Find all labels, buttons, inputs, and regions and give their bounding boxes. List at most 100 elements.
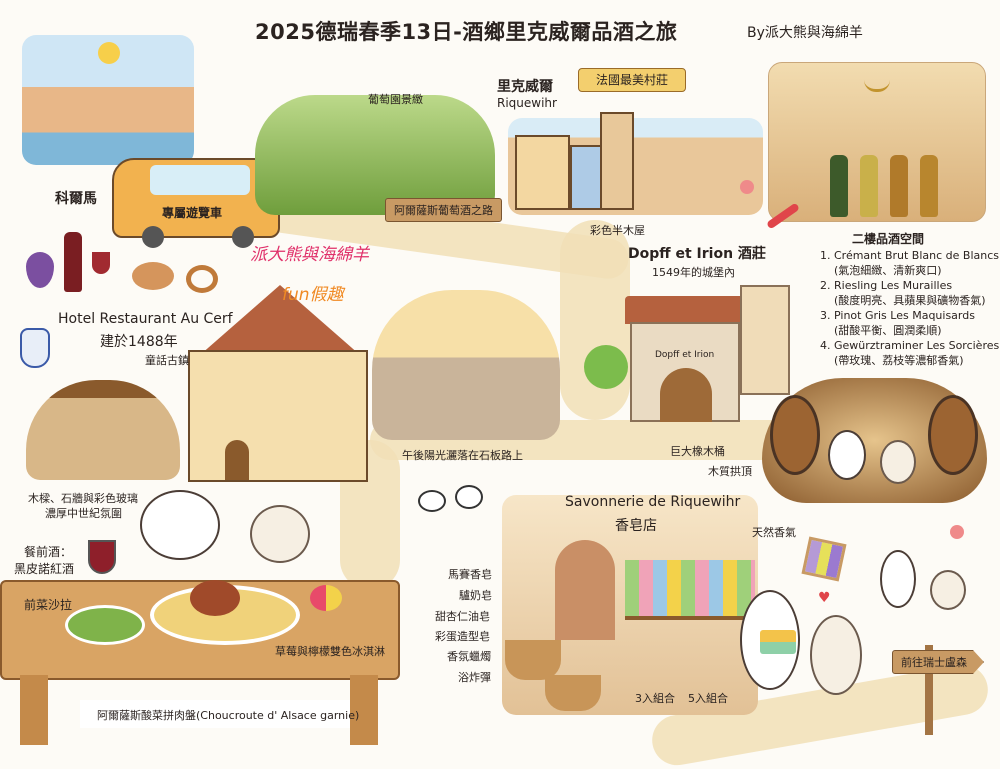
shop-archway — [555, 540, 615, 640]
wine-bottle-icon — [860, 155, 878, 217]
riquewihr-name-fr: Riquewihr — [497, 96, 557, 110]
hotel-name: Hotel Restaurant Au Cerf — [58, 311, 233, 327]
stork-icon — [455, 485, 483, 509]
most-beautiful-village-ribbon: 法國最美村莊 — [578, 68, 686, 92]
signpost-pole — [925, 645, 933, 735]
dopff-door — [660, 368, 712, 422]
fairy-town-label: 童話古鎮 — [145, 354, 189, 367]
bus-wheel — [142, 226, 164, 248]
red-wine-glass-icon — [88, 540, 116, 574]
soap-shop-name: Savonnerie de Riquewihr — [565, 494, 741, 510]
wine-note: (氣泡細緻、清新爽口) — [834, 264, 942, 277]
soap-shelf — [625, 560, 755, 620]
soap-item-label: 驢奶皂 — [459, 589, 492, 602]
hotel-building — [188, 350, 368, 482]
wine-note: (甜酸平衡、圓潤柔順) — [834, 324, 942, 337]
houses-label: 彩色半木屋 — [590, 224, 645, 237]
soap-item-label: 馬賽香皂 — [448, 568, 492, 581]
flower-icon — [740, 180, 754, 194]
path-segment — [560, 220, 630, 420]
ham-icon — [132, 262, 174, 290]
polar-bear-icon — [880, 550, 916, 608]
handwritten-signature: 派大熊與海綿羊 — [250, 245, 369, 265]
clock-tower — [600, 112, 634, 210]
sheep-icon — [810, 615, 862, 695]
wine-bottle-icon — [920, 155, 938, 217]
barrel-icon — [770, 395, 820, 475]
bus-wheel — [232, 226, 254, 248]
dopff-subtitle: 1549年的城堡內 — [652, 266, 735, 279]
soap-basket — [545, 675, 601, 711]
barrel-icon — [928, 395, 978, 475]
hotel-door — [225, 440, 249, 480]
flower-icon — [950, 525, 964, 539]
bus-window — [150, 165, 250, 195]
salad-plate-icon — [65, 605, 145, 645]
soap-basket — [505, 640, 561, 680]
cobblestone-street-illustration — [372, 290, 560, 440]
table-leg — [20, 675, 48, 745]
polar-bear-icon — [140, 490, 220, 560]
dopff-title: Dopff et Irion 酒莊 — [628, 246, 766, 262]
wine-bottle-icon — [890, 155, 908, 217]
wine-note: (帶玫瑰、荔枝等濃郁香氣) — [834, 354, 964, 367]
hotel-interior-illustration — [26, 380, 180, 480]
chandelier-icon — [864, 74, 890, 92]
dessert-label: 草莓與檸檬雙色冰淇淋 — [275, 645, 385, 658]
wine-route-sign: 阿爾薩斯葡萄酒之路 — [385, 198, 502, 222]
caption-box — [80, 700, 350, 728]
starter-label: 前菜沙拉 — [24, 598, 73, 612]
aperitif-wine-label: 黑皮諾紅酒 — [14, 562, 75, 576]
set5-label: 5入組合 — [688, 692, 728, 705]
pretzel-icon — [186, 265, 218, 293]
street-label: 午後陽光灑落在石板路上 — [402, 449, 523, 462]
soap-item-label: 彩蛋造型皂 — [435, 630, 490, 643]
soap-shop-name-zh: 香皂店 — [615, 518, 657, 534]
soap-stack-icon — [760, 630, 796, 654]
sheep-icon — [880, 440, 916, 484]
sheep-icon — [930, 570, 966, 610]
stork-icon — [418, 490, 446, 512]
interior-line2: 濃厚中世紀氛圍 — [45, 507, 122, 520]
jug-icon — [20, 328, 50, 368]
interior-line1: 木樑、石牆與彩色玻璃 — [28, 492, 138, 505]
meat-icon — [190, 580, 240, 616]
dopff-annex — [740, 285, 790, 395]
ice-cream-icon — [310, 585, 342, 611]
tasting-heading: 二樓品酒空間 — [852, 232, 925, 246]
wine-name: 4. Gewürztraminer Les Sorcières — [820, 339, 1000, 352]
soap-item-label: 浴炸彈 — [458, 671, 491, 684]
wine-note: (酸度明亮、具蘋果與礦物香氣) — [834, 294, 986, 307]
barrel-label: 巨大橡木桶 — [670, 445, 725, 458]
wine-bottle-icon — [64, 232, 82, 292]
signpost-to-lucerne: 前往瑞士盧森 — [892, 650, 984, 674]
dopff-roof — [625, 296, 745, 324]
heart-icon: ♥ — [818, 590, 831, 606]
vault-label: 木質拱頂 — [708, 465, 752, 478]
wine-name: 2. Riesling Les Murailles — [820, 279, 953, 292]
wine-list: 1. Crémant Brut Blanc de Blancs (氣泡細緻、清新… — [820, 248, 999, 368]
polar-bear-icon — [828, 430, 866, 480]
soap-item-label: 甜杏仁油皂 — [435, 610, 490, 623]
wine-name: 1. Crémant Brut Blanc de Blancs — [820, 249, 1000, 262]
sun-icon — [98, 42, 120, 64]
riquewihr-name-zh: 里克威爾 — [497, 79, 553, 95]
page-title: 2025德瑞春季13日-酒鄉里克威爾品酒之旅 — [255, 20, 678, 44]
wine-name: 3. Pinot Gris Les Maquisards — [820, 309, 975, 322]
tree-icon — [584, 345, 628, 389]
wine-bottle-icon — [830, 155, 848, 217]
sheep-icon — [250, 505, 310, 563]
soap-gift-box-icon — [801, 536, 847, 582]
vineyard-label: 葡萄園景緻 — [368, 93, 423, 106]
byline: By派大熊與海綿羊 — [747, 25, 863, 41]
handwritten-fun: fun假趣 — [282, 285, 344, 305]
aperitif-label: 餐前酒： — [24, 545, 73, 559]
wine-glass-icon — [92, 252, 110, 274]
set3-label: 3入組合 — [635, 692, 675, 705]
half-timbered-house — [515, 135, 570, 210]
table-leg — [350, 675, 378, 745]
natural-scent-label: 天然香氣 — [752, 526, 796, 539]
dopff-building-sign: Dopff et Irion — [655, 350, 715, 360]
grapes-icon — [26, 252, 54, 288]
hotel-built: 建於1488年 — [100, 334, 178, 350]
